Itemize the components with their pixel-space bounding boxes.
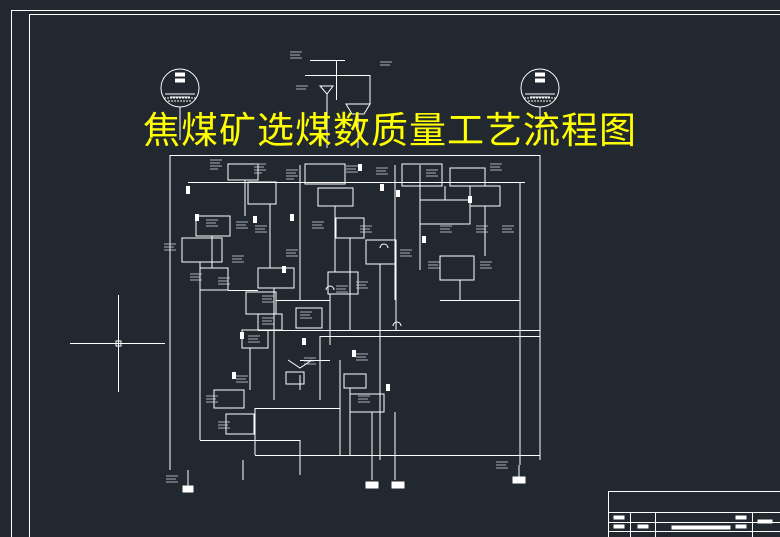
- flow-lines: [199, 180, 540, 480]
- crosshair-cursor: [70, 295, 165, 392]
- raw-coal-bin-right: [520, 68, 560, 108]
- drawing-title: 焦煤矿选煤数质量工艺流程图: [143, 109, 637, 152]
- top-screen-unit: [305, 60, 371, 148]
- title-block: [608, 491, 780, 537]
- equipment-boxes: [181, 163, 501, 435]
- product-outlets: [182, 465, 526, 493]
- raw-coal-bin-left: [160, 68, 200, 108]
- distribution-headers: [169, 155, 541, 480]
- outer-frame: [11, 10, 780, 537]
- annotation-ticks: [164, 51, 514, 483]
- inner-frame: [29, 14, 780, 537]
- equipment-tags: [186, 164, 472, 391]
